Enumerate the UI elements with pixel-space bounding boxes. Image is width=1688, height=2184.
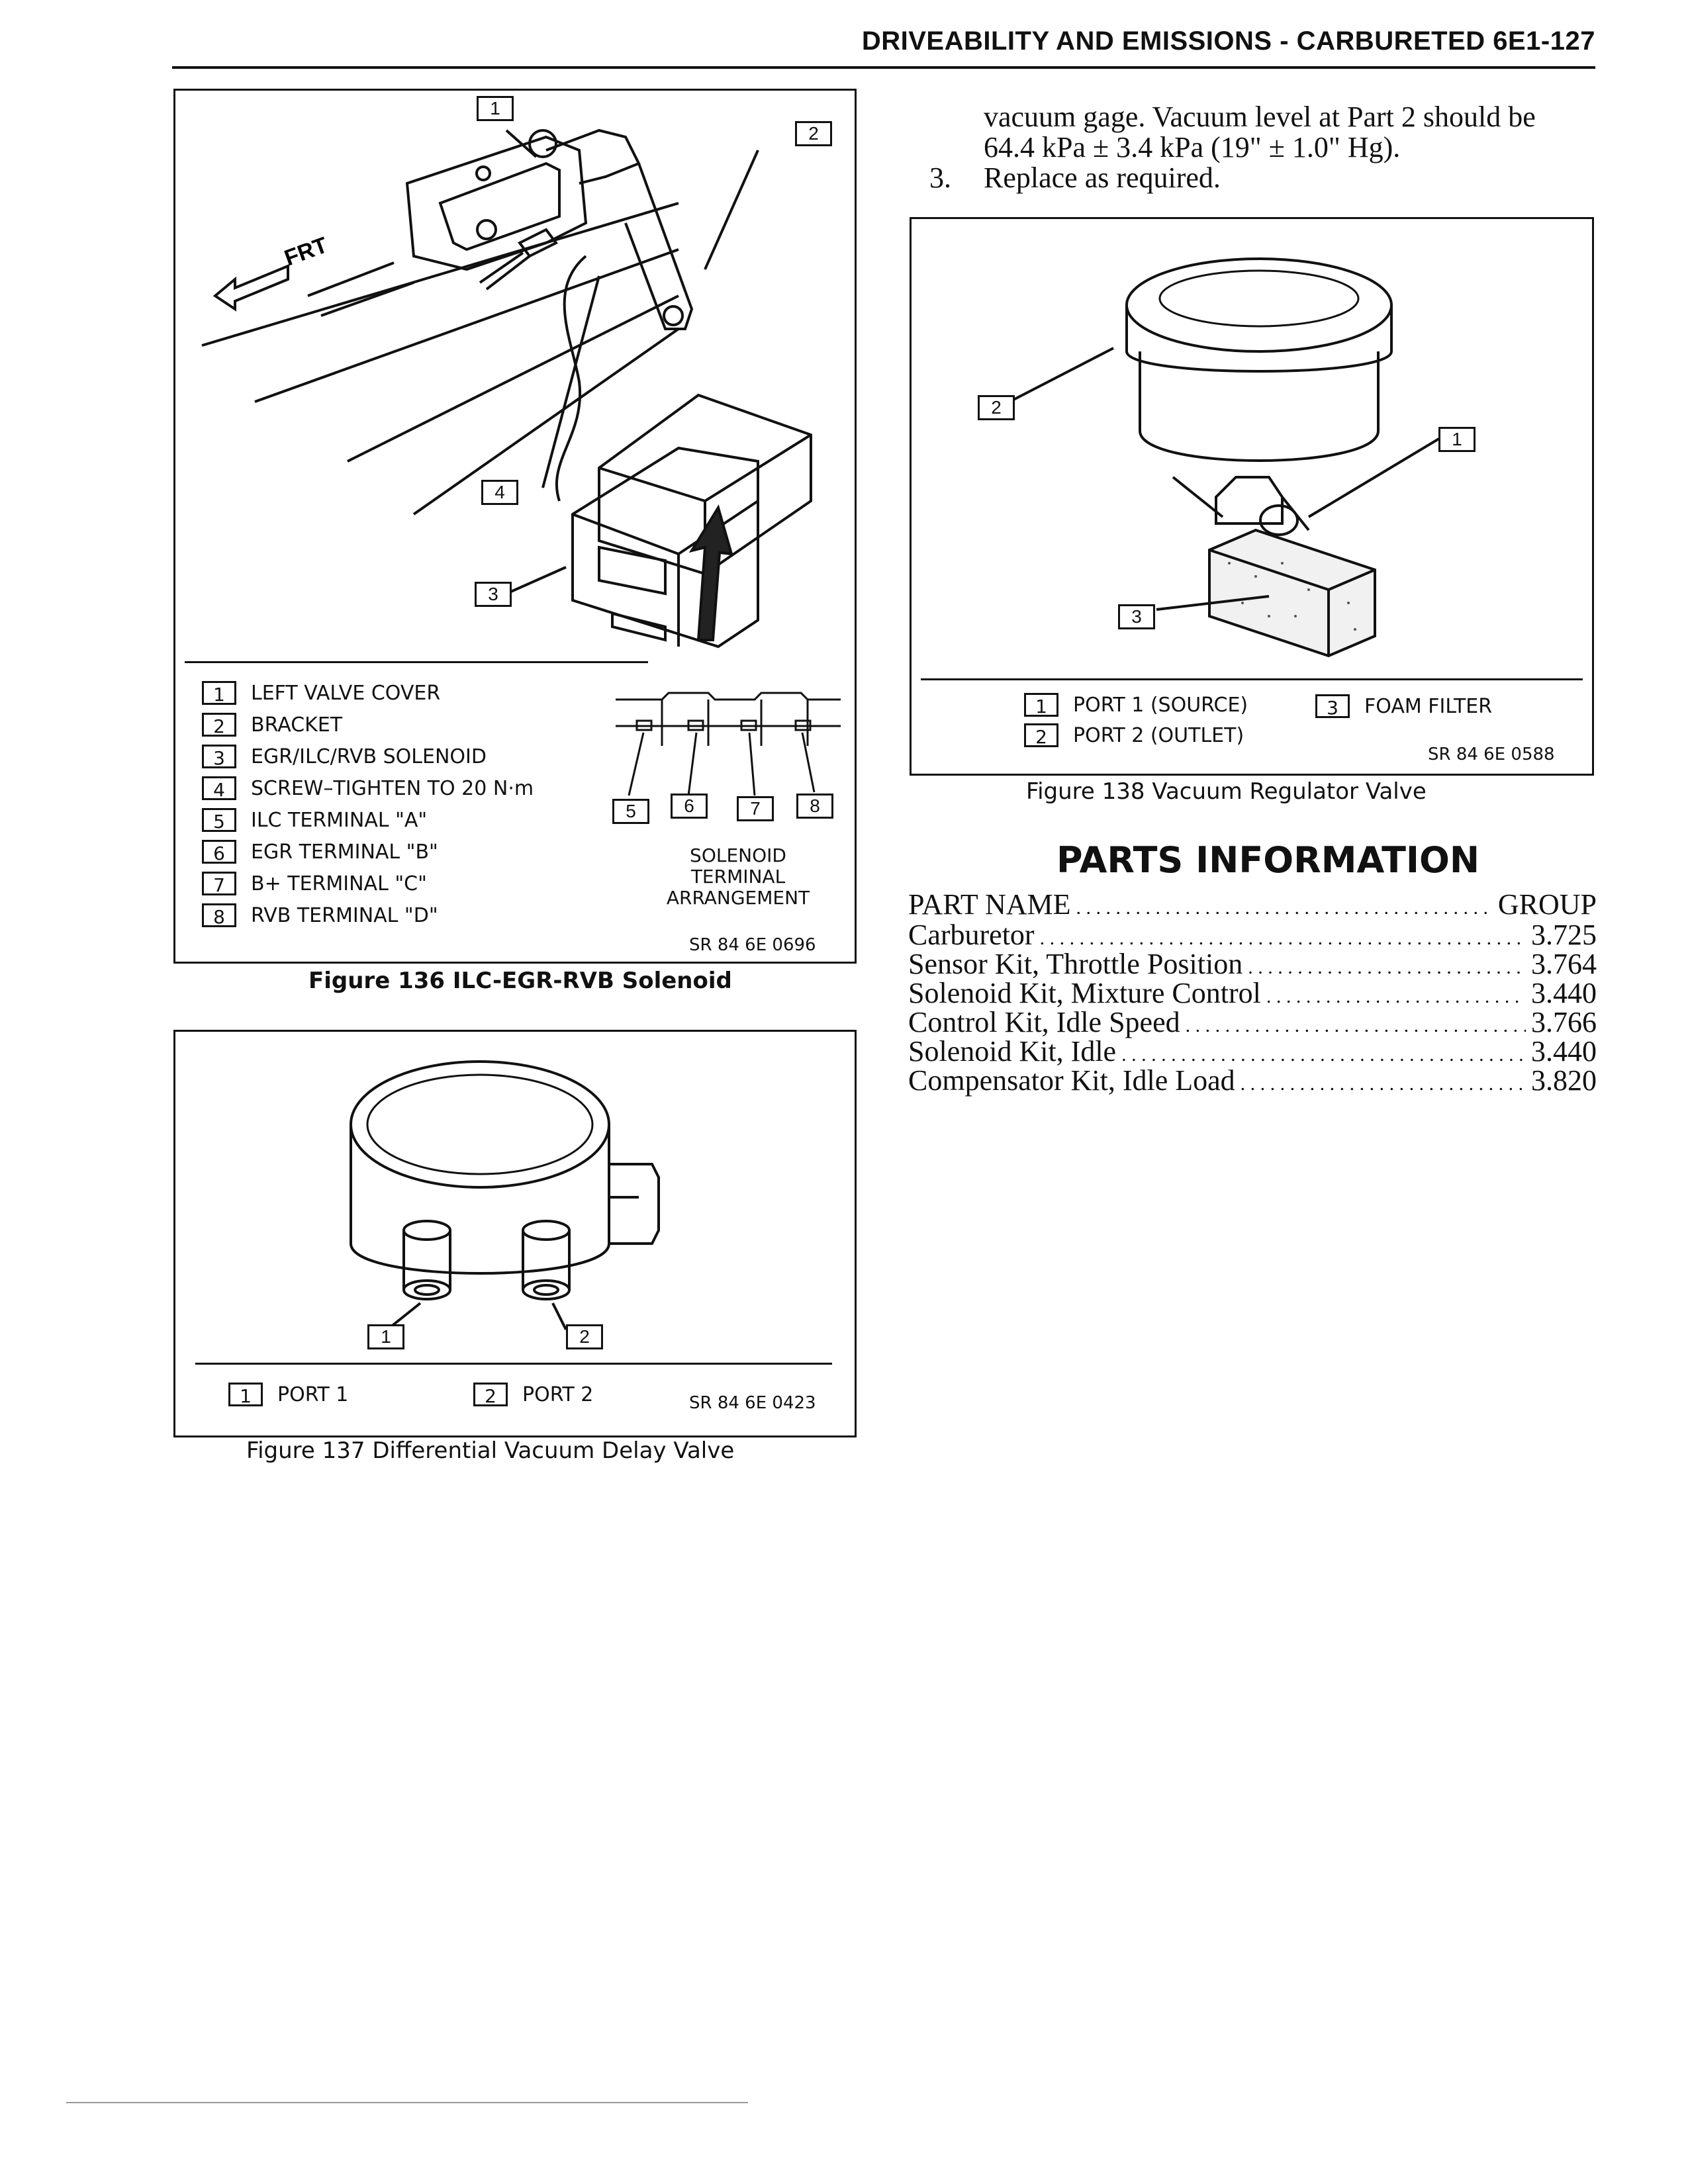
frt-label: FRT bbox=[281, 232, 331, 271]
figure-137-caption: Figure 137 Differential Vacuum Delay Val… bbox=[246, 1437, 735, 1464]
figure-136-separator bbox=[185, 661, 648, 663]
figure-136-caption: Figure 136 ILC-EGR-RVB Solenoid bbox=[308, 968, 732, 994]
vacuum-regulator-illustration bbox=[1010, 257, 1442, 658]
parts-information-title: PARTS INFORMATION bbox=[1056, 839, 1480, 881]
callout-1: 1 bbox=[477, 96, 514, 121]
step-number: 3. bbox=[929, 161, 951, 194]
vacuum-delay-valve-illustration bbox=[350, 1060, 660, 1331]
header-title: DRIVEABILITY AND EMISSIONS - CARBURETED … bbox=[861, 26, 1595, 56]
callout-2: 2 bbox=[566, 1324, 603, 1349]
parts-row: Control Kit, Idle Speed3.766 bbox=[908, 1007, 1597, 1041]
callout-2: 2 bbox=[795, 121, 832, 146]
figure-137-code: SR 84 6E 0423 bbox=[689, 1393, 816, 1413]
terminal-callout-8: 8 bbox=[796, 794, 833, 819]
terminal-arrangement-label: SOLENOID TERMINAL ARRANGEMENT bbox=[666, 844, 810, 909]
col-group: GROUP bbox=[1497, 888, 1597, 921]
terminal-arrangement-diagram bbox=[616, 692, 841, 796]
parts-row: Sensor Kit, Throttle Position3.764 bbox=[908, 949, 1597, 983]
callout-3: 3 bbox=[475, 582, 512, 607]
solenoid-illustration: FRT bbox=[201, 128, 812, 649]
body-text-line-2: 64.4 kPa ± 3.4 kPa (19" ± 1.0" Hg). bbox=[984, 131, 1401, 163]
terminal-callout-7: 7 bbox=[737, 796, 774, 821]
callout-4: 4 bbox=[481, 480, 518, 505]
step-text: Replace as required. bbox=[984, 161, 1221, 194]
callout-1: 1 bbox=[367, 1324, 404, 1349]
callout-2: 2 bbox=[978, 395, 1015, 420]
figure-138-separator bbox=[921, 678, 1583, 680]
parts-row: Carburetor3.725 bbox=[908, 920, 1597, 954]
col-part-name: PART NAME bbox=[908, 888, 1071, 921]
figure-136-code: SR 84 6E 0696 bbox=[689, 935, 816, 955]
parts-row: Solenoid Kit, Mixture Control3.440 bbox=[908, 978, 1597, 1012]
page-header: DRIVEABILITY AND EMISSIONS - CARBURETED … bbox=[172, 26, 1595, 69]
terminal-callout-5: 5 bbox=[612, 799, 649, 824]
parts-row: Solenoid Kit, Idle3.440 bbox=[908, 1036, 1597, 1070]
figure-137-separator bbox=[195, 1363, 832, 1365]
body-text-line-1: vacuum gage. Vacuum level at Part 2 shou… bbox=[984, 101, 1536, 133]
parts-header-row: PART NAME GROUP bbox=[908, 889, 1597, 923]
callout-3: 3 bbox=[1118, 604, 1155, 629]
figure-138-caption: Figure 138 Vacuum Regulator Valve bbox=[1026, 778, 1427, 805]
parts-row: Compensator Kit, Idle Load3.820 bbox=[908, 1066, 1597, 1099]
terminal-callout-6: 6 bbox=[671, 794, 708, 819]
footer-rule bbox=[66, 2102, 748, 2103]
callout-1: 1 bbox=[1438, 427, 1476, 452]
figure-138-code: SR 84 6E 0588 bbox=[1428, 745, 1555, 764]
